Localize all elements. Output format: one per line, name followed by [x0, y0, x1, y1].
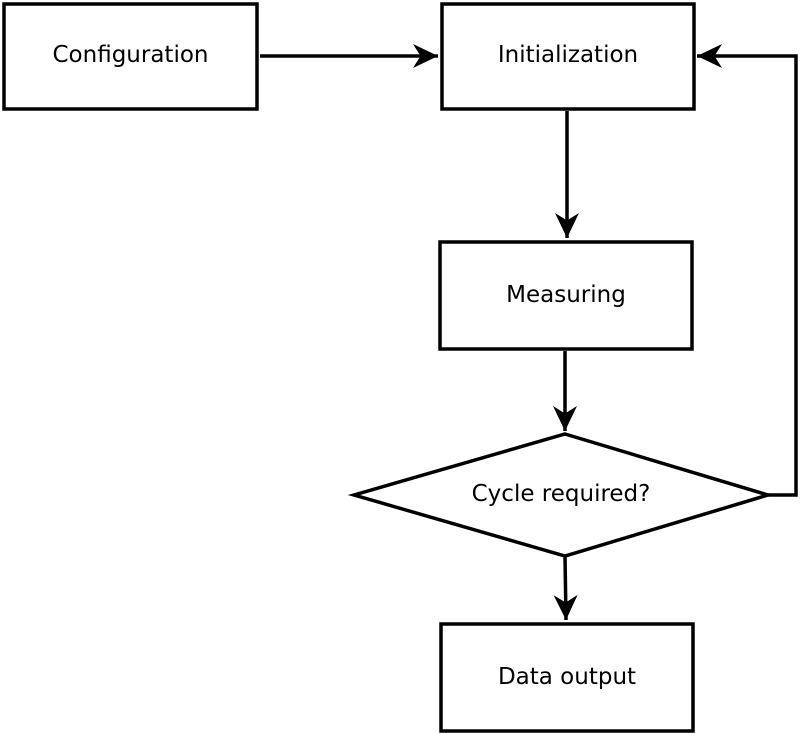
node-data-output-box: [439, 622, 695, 733]
edge-decision-to-initialization-feedback: [697, 44, 798, 497]
edge-decision-to-data-output: [553, 555, 578, 621]
node-decision-diamond: [347, 432, 775, 558]
node-initialization-box: [440, 2, 696, 111]
node-measuring-box: [438, 240, 694, 351]
node-configuration-box: [2, 2, 259, 111]
